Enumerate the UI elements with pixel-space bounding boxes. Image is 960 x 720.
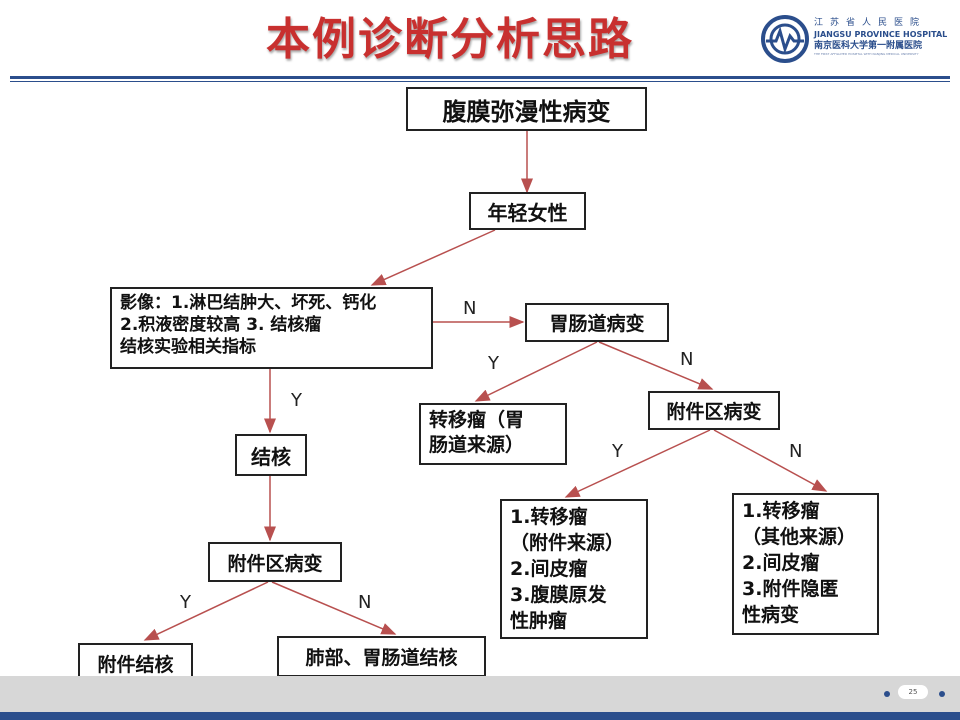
node-adnexal-tb-label: 附件结核 — [97, 654, 174, 676]
node-root: 腹膜弥漫性病变 — [406, 87, 647, 131]
logo-affiliation: 南京医科大学第一附属医院 — [814, 41, 923, 51]
header-rule — [10, 76, 950, 79]
node-adnexal-right-label: 附件区病变 — [666, 401, 762, 423]
logo-english-name: JIANGSU PROVINCE HOSPITAL — [814, 30, 948, 39]
logo-affiliation-english: THE FIRST AFFILIATED HOSPITAL WITH NANJI… — [814, 52, 919, 56]
arrow-gi-to-adnexal — [598, 341, 714, 390]
node-imaging: 影像：1.淋巴结肿大、坏死、钙化 2.积液密度较高 3. 结核瘤 结核实验相关指… — [110, 287, 433, 369]
imaging-line-1: 影像：1.淋巴结肿大、坏死、钙化 — [120, 293, 377, 313]
arrow-gi-to-meta — [474, 341, 598, 402]
imaging-line-2: 2.积液密度较高 3. 结核瘤 — [120, 315, 322, 335]
node-adnexal-left: 附件区病变 — [208, 542, 342, 582]
node-gi-lesion: 胃肠道病变 — [525, 303, 669, 342]
label-adnexal-left-no: N — [358, 592, 372, 613]
diff-no-line-3: 2.间皮瘤 — [742, 552, 820, 574]
diff-no-line-5: 性病变 — [742, 604, 800, 626]
node-young-female: 年轻女性 — [469, 192, 586, 230]
hospital-emblem-icon — [761, 15, 809, 63]
node-adnexal-right: 附件区病变 — [648, 391, 780, 430]
label-adnexal-right-no: N — [789, 441, 803, 462]
label-imaging-no: N — [463, 298, 477, 319]
node-lung-gi-tb-label: 肺部、胃肠道结核 — [305, 647, 458, 669]
hospital-logo: 江苏省人民医院 JIANGSU PROVINCE HOSPITAL 南京医科大学… — [760, 14, 950, 66]
footer-dot-icon — [884, 691, 890, 697]
label-imaging-yes: Y — [291, 390, 302, 411]
diff-no-line-1: 1.转移瘤 — [742, 500, 820, 522]
label-adnexal-left-yes: Y — [180, 592, 191, 613]
footer-bar — [0, 676, 960, 712]
label-gi-no: N — [680, 349, 694, 370]
diff-yes-line-4: 3.腹膜原发 — [510, 584, 607, 606]
header-rule-thin — [10, 81, 950, 82]
node-lung-gi-tb: 肺部、胃肠道结核 — [277, 636, 486, 677]
arrow-young-to-imaging — [370, 229, 496, 286]
imaging-line-3: 结核实验相关指标 — [120, 337, 256, 357]
arrow-adnexal-to-lung-gi — [271, 581, 397, 635]
arrow-adnexal-to-diff-n — [713, 429, 828, 492]
arrow-adnexal-to-diff-y — [564, 429, 711, 498]
label-gi-yes: Y — [488, 353, 499, 374]
diff-no-line-2: （其他来源） — [742, 526, 857, 548]
node-diff-no: 1.转移瘤 （其他来源） 2.间皮瘤 3.附件隐匿 性病变 — [732, 493, 879, 635]
footer-line — [0, 712, 960, 720]
slide-title: 本例诊断分析思路 — [266, 14, 634, 65]
diff-yes-line-2: （附件来源） — [510, 532, 625, 554]
page-number: 25 — [898, 685, 928, 699]
node-tb-label: 结核 — [251, 444, 291, 469]
node-meta-gi: 转移瘤（胃 肠道来源） — [419, 403, 567, 465]
node-diff-yes: 1.转移瘤 （附件来源） 2.间皮瘤 3.腹膜原发 性肿瘤 — [500, 499, 648, 639]
diff-no-line-4: 3.附件隐匿 — [742, 578, 839, 600]
node-gi-lesion-label: 胃肠道病变 — [549, 313, 645, 335]
diff-yes-line-3: 2.间皮瘤 — [510, 558, 588, 580]
logo-chinese-name: 江苏省人民医院 — [814, 18, 927, 28]
label-adnexal-right-yes: Y — [612, 441, 623, 462]
node-tb: 结核 — [235, 434, 307, 476]
meta-gi-line-2: 肠道来源） — [429, 434, 525, 456]
node-root-label: 腹膜弥漫性病变 — [442, 97, 611, 126]
node-young-female-label: 年轻女性 — [487, 200, 568, 225]
diff-yes-line-1: 1.转移瘤 — [510, 506, 588, 528]
meta-gi-line-1: 转移瘤（胃 — [429, 409, 525, 431]
footer-dot-icon — [939, 691, 945, 697]
diff-yes-line-5: 性肿瘤 — [510, 610, 568, 632]
arrow-adnexal-to-adnexal-tb — [143, 581, 269, 641]
node-adnexal-left-label: 附件区病变 — [227, 552, 323, 575]
